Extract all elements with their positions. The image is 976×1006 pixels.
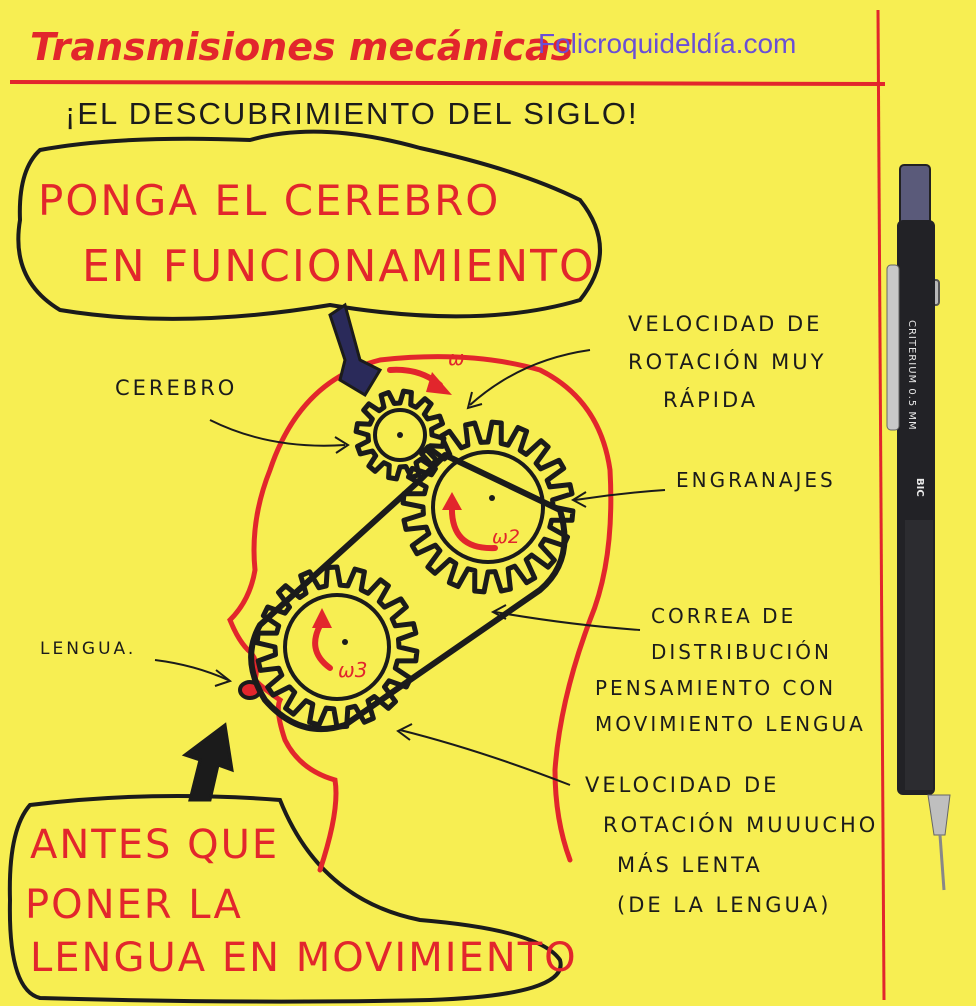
label-belt-line-2: DISTRIBUCIÓN [651, 640, 832, 664]
arrow-cerebro-head [334, 436, 350, 454]
arrow-gears [574, 489, 666, 501]
arrow-belt [494, 611, 641, 631]
page-title: Transmisiones mecánicas [30, 25, 574, 69]
rotation-arrow-top-head [426, 372, 452, 395]
bottom-bubble-line-1: ANTES QUE [30, 822, 280, 868]
rotation-arrow-large [448, 502, 498, 552]
gear-large-hub [489, 495, 495, 501]
label-cerebro: CEREBRO [115, 376, 238, 400]
label-slow: VELOCIDAD DE ROTACIÓN MUUUCHO MÁS LENTA … [585, 765, 878, 925]
site-url[interactable]: Folicroquideldía.com [538, 28, 797, 59]
label-slow-line-1: VELOCIDAD DE [585, 773, 780, 797]
arrow-belt-head [490, 604, 507, 620]
gear-large [400, 419, 576, 595]
label-fast-line-2: ROTACIÓN MUY [628, 350, 827, 374]
label-fast-line-3: RÁPIDA [663, 388, 759, 412]
omega3-label: ω3 [338, 658, 368, 682]
arrow-fast [469, 349, 591, 406]
arrow-fast-head [466, 391, 483, 410]
gear-lower-rim [283, 593, 391, 701]
mechanical-pencil [886, 164, 951, 891]
gear-large-teeth [400, 419, 576, 595]
top-bubble-line-2: EN FUNCIONAMIENTO [82, 241, 596, 292]
top-thought-bubble [16, 129, 602, 321]
label-fast: VELOCIDAD DE ROTACIÓN MUY RÁPIDA [628, 305, 826, 419]
label-slow-line-2: ROTACIÓN MUUUCHO [603, 813, 879, 837]
omega2-label: ω2 [492, 526, 520, 548]
pencil-tip [938, 834, 946, 891]
arrow-gears-head [570, 491, 587, 508]
gear-small-hub [397, 432, 403, 438]
gear-lower-hub [342, 639, 348, 645]
header-rule [9, 80, 886, 86]
label-slow-line-3: MÁS LENTA [617, 853, 763, 877]
rotation-arrow-lower-head [312, 608, 332, 628]
label-belt-line-3: PENSAMIENTO CON [595, 676, 837, 700]
gear-small-teeth [353, 388, 447, 482]
arrow-slow-head [396, 723, 413, 741]
label-belt-line-1: CORREA DE [651, 604, 797, 628]
up-arrow [181, 722, 234, 802]
bottom-speech-bubble [7, 794, 563, 1004]
pencil-cone [927, 794, 951, 836]
label-fast-line-1: VELOCIDAD DE [628, 312, 823, 336]
label-slow-line-4: (DE LA LENGUA) [617, 893, 832, 917]
rotation-arrow-lower [312, 619, 333, 671]
pencil-brand-text: CRITERIUM 0.5 MM [906, 320, 917, 431]
label-belt: CORREA DE DISTRIBUCIÓN PENSAMIENTO CON M… [595, 598, 866, 742]
gear-large-rim [431, 450, 545, 564]
label-lengua: LENGUA. [40, 639, 137, 659]
label-belt-line-4: MOVIMIENTO LENGUA [595, 712, 866, 736]
zigzag-arrow [328, 302, 383, 398]
gear-small [353, 388, 447, 482]
rotation-arrow-large-head [442, 492, 462, 510]
bottom-bubble-line-2: PONER LA [25, 882, 243, 928]
omega-label: ω [448, 346, 465, 370]
timing-belt [248, 452, 568, 733]
gear-lower-teeth [254, 564, 420, 730]
gear-lower [254, 564, 420, 730]
pencil-logo-text: BIC [914, 478, 925, 497]
label-gears: ENGRANAJES [676, 468, 836, 492]
arrow-lengua [154, 659, 229, 681]
pencil-grip [905, 520, 933, 790]
gear-small-rim [373, 408, 427, 462]
arrow-cerebro [209, 419, 346, 447]
headline: ¡EL DESCUBRIMIENTO DEL SIGLO! [65, 96, 639, 131]
pencil-clip [886, 264, 900, 431]
arrow-slow [399, 729, 571, 786]
top-bubble-line-1: PONGA EL CEREBRO [38, 176, 501, 225]
bottom-bubble-line-3: LENGUA EN MOVIMIENTO [30, 935, 578, 981]
margin-rule [876, 9, 886, 1001]
arrow-lengua-head [214, 669, 233, 687]
